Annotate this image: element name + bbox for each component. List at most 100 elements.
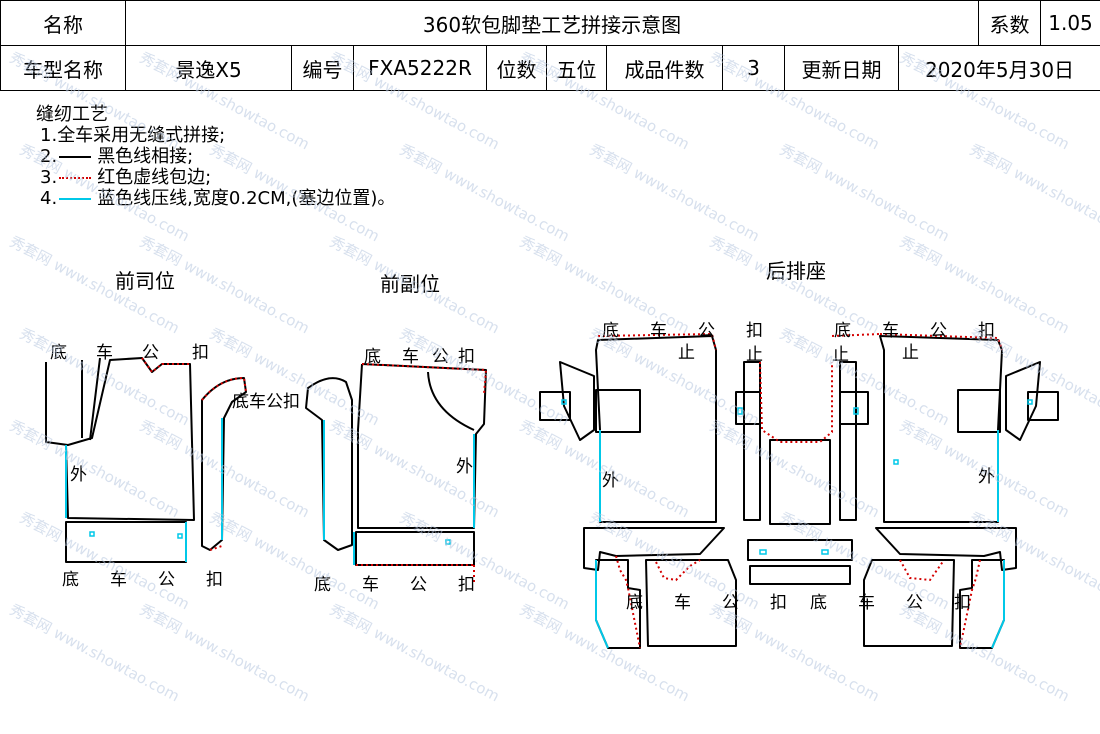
label-che-1: 车 <box>96 343 113 363</box>
pos-label: 位数 <box>486 45 547 91</box>
rear-center-strip <box>747 539 853 561</box>
label-che-2: 车 <box>110 570 127 590</box>
passenger-inner-line <box>427 371 475 431</box>
label-gong-4: 公 <box>410 575 427 595</box>
label-gong-1: 公 <box>142 343 159 363</box>
label-gong-3: 公 <box>432 347 449 367</box>
label-che-3: 车 <box>402 347 419 367</box>
note-4-num: 4. <box>40 188 58 209</box>
driver-main-piece <box>45 357 195 521</box>
label-kou-3: 扣 <box>458 347 475 367</box>
count-value: 3 <box>722 45 785 91</box>
pos-value: 五位 <box>546 45 607 91</box>
rear-right-base-left <box>863 559 955 647</box>
rear-center-top <box>735 361 761 521</box>
label-kou-1: 扣 <box>192 343 209 363</box>
section-rear: 后排座 <box>766 259 826 283</box>
coef-label: 系数 <box>978 0 1042 46</box>
rear-left-base-right <box>645 559 737 647</box>
rear-left-armrest <box>559 361 595 441</box>
label-zhi-4: 止 <box>902 343 919 363</box>
label-dichegongkou-driver: 底车公扣 <box>232 392 300 412</box>
rear-right-flap <box>1027 391 1059 421</box>
model-label: 车型名称 <box>0 45 126 91</box>
count-label: 成品件数 <box>606 45 723 91</box>
label-kou-7: 扣 <box>770 593 787 613</box>
label-che-7: 车 <box>674 593 691 613</box>
blue-marks <box>89 399 1033 555</box>
rear-left-lower <box>583 527 725 571</box>
driver-bottom-piece <box>65 521 187 563</box>
blue-edges <box>65 418 1005 649</box>
label-che-5: 车 <box>650 321 667 341</box>
label-wai-rear-left: 外 <box>602 471 619 491</box>
rear-left-main <box>595 335 717 523</box>
label-kou-8: 扣 <box>954 593 971 613</box>
label-zhi-2: 止 <box>746 345 763 365</box>
rear-right-pocket <box>957 389 1001 433</box>
note-1: 1.全车采用无缝式拼接; <box>40 125 395 146</box>
passenger-main-piece <box>357 363 487 529</box>
notes-title: 缝纫工艺 <box>36 104 108 125</box>
section-driver: 前司位 <box>115 269 175 293</box>
rear-right-center <box>839 361 869 521</box>
note-4: 4. 蓝色线压线,宽度0.2CM,(塞边位置)。 <box>40 188 395 209</box>
black-line-swatch <box>59 156 92 158</box>
passenger-bottom-piece <box>355 531 475 566</box>
label-gong-6: 公 <box>930 321 947 341</box>
label-kou-5: 扣 <box>746 321 763 341</box>
label-di-7: 底 <box>626 593 643 613</box>
blue-line-swatch <box>59 198 92 200</box>
label-che-4: 车 <box>362 575 379 595</box>
label-di-5: 底 <box>602 321 619 341</box>
note-2-text: 黑色线相接; <box>97 146 194 167</box>
date-label: 更新日期 <box>784 45 899 91</box>
rear-right-lower <box>875 527 1017 571</box>
label-di-8: 底 <box>810 593 827 613</box>
note-1-text: 全车采用无缝式拼接; <box>57 125 226 146</box>
label-gong-5: 公 <box>698 321 715 341</box>
label-di-4: 底 <box>314 575 331 595</box>
note-1-num: 1. <box>40 125 58 146</box>
note-3-text: 红色虚线包边; <box>97 167 212 188</box>
rear-right-armrest <box>1005 361 1041 441</box>
note-2: 2. 黑色线相接; <box>40 146 395 167</box>
note-3-num: 3. <box>40 167 58 188</box>
sewing-notes: 缝纫工艺 1.全车采用无缝式拼接; 2. 黑色线相接; 3. 红色虚线包边; 4. 蓝… <box>36 104 395 209</box>
label-che-6: 车 <box>882 321 899 341</box>
note-2-num: 2. <box>40 146 58 167</box>
rear-center-lower <box>749 565 851 585</box>
label-kou-4: 扣 <box>458 575 475 595</box>
rear-left-pocket <box>595 389 641 433</box>
label-gong-7: 公 <box>722 593 739 613</box>
passenger-side-piece <box>305 377 353 551</box>
label-wai-driver: 外 <box>70 465 87 485</box>
label-zhi-1: 止 <box>678 343 695 363</box>
model-value: 景逸X5 <box>125 45 292 91</box>
label-gong-8: 公 <box>906 593 923 613</box>
label-che-8: 车 <box>858 593 875 613</box>
label-di-2: 底 <box>62 570 79 590</box>
label-di-3: 底 <box>364 347 381 367</box>
name-label: 名称 <box>0 0 126 46</box>
label-kou-6: 扣 <box>978 321 995 341</box>
label-di-6: 底 <box>834 321 851 341</box>
code-value: FXA5222R <box>353 45 487 91</box>
header-table: 名称 360软包脚垫工艺拼接示意图 系数 1.05 车型名称 景逸X5 编号 F… <box>0 0 1100 91</box>
rear-right-main <box>879 335 1003 523</box>
code-label: 编号 <box>291 45 354 91</box>
label-wai-passenger: 外 <box>456 457 473 477</box>
label-wai-rear-right: 外 <box>978 467 995 487</box>
rear-left-flap <box>539 391 571 421</box>
label-di-1: 底 <box>50 343 67 363</box>
doc-title: 360软包脚垫工艺拼接示意图 <box>124 0 980 46</box>
section-passenger: 前副位 <box>380 272 440 296</box>
date-value: 2020年5月30日 <box>897 45 1100 91</box>
note-4-text: 蓝色线压线,宽度0.2CM,(塞边位置)。 <box>97 188 396 209</box>
red-dotted-edges <box>141 332 1003 649</box>
rear-center-tunnel <box>769 439 831 525</box>
note-3: 3. 红色虚线包边; <box>40 167 395 188</box>
label-gong-2: 公 <box>158 570 175 590</box>
